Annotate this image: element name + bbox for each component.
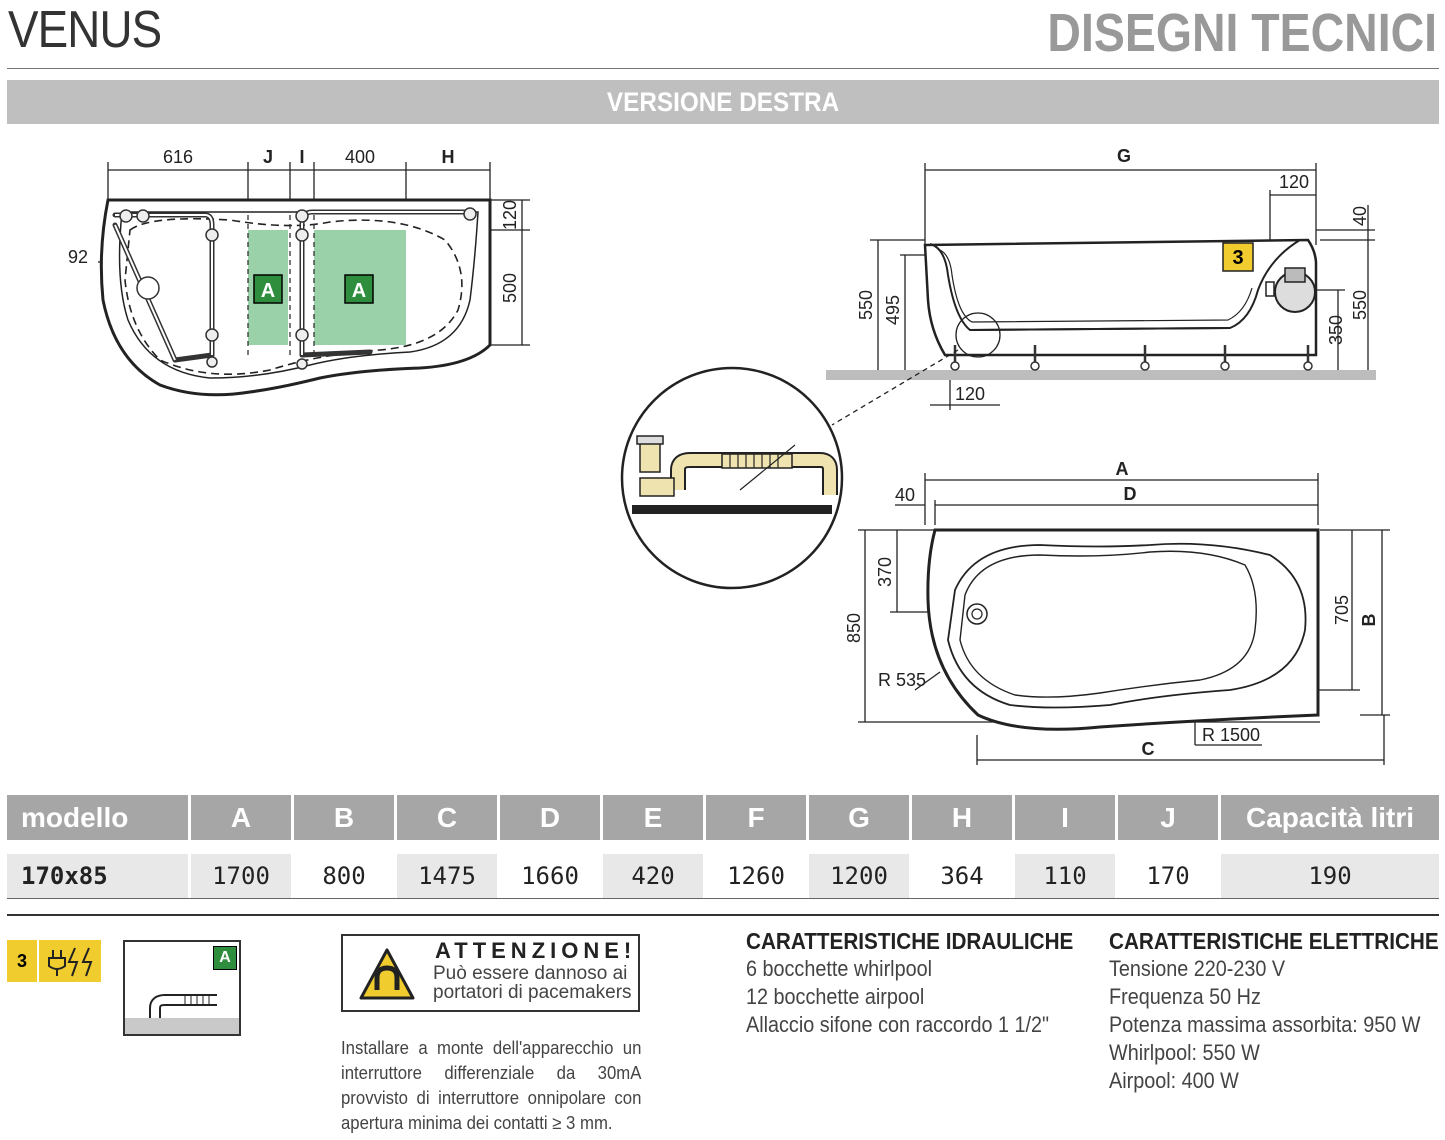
version-title: VERSIONE DESTRA — [606, 86, 840, 117]
plan-dim-r1500: R 1500 — [1202, 725, 1260, 745]
top-dim-120: 120 — [500, 200, 520, 230]
plan-dim-c: C — [1142, 739, 1155, 759]
electrical-line: Whirlpool: 550 W — [1109, 1040, 1260, 1065]
legend-badge-3: 3 — [7, 940, 37, 982]
warning-box — [341, 934, 640, 1012]
plan-dim-d: D — [1124, 484, 1137, 504]
top-dim-500: 500 — [500, 273, 520, 303]
plan-dim-a: A — [1116, 459, 1129, 479]
table-cell: 800 — [322, 862, 366, 890]
dimensions-table: modello A B C D E F G H I J Capacità lit… — [7, 795, 1439, 898]
table-header: J — [1118, 795, 1218, 840]
table-header: A — [191, 795, 291, 840]
side-dim-350: 350 — [1326, 315, 1346, 345]
top-view: 616 J I 400 H 92 120 500 — [68, 147, 530, 397]
table-cell: 170x85 — [7, 854, 188, 898]
table-header: Capacità litri — [1221, 795, 1439, 840]
hydraulic-line: 12 bocchette airpool — [746, 984, 925, 1009]
electric-plug-icon — [39, 940, 101, 982]
plan-dim-r535: R 535 — [878, 670, 926, 690]
table-header: modello — [7, 795, 188, 840]
electrical-line: Frequenza 50 Hz — [1109, 984, 1261, 1009]
warning-title: ATTENZIONE! — [435, 938, 637, 963]
plan-dim-370: 370 — [875, 557, 895, 587]
magnet-warning-icon — [359, 948, 415, 1000]
electrical-line: Airpool: 400 W — [1109, 1068, 1239, 1093]
top-dim-h: H — [442, 147, 455, 167]
version-band: VERSIONE DESTRA — [7, 80, 1439, 124]
legend-zone-a: A — [213, 946, 237, 970]
hydraulic-specs: CARATTERISTICHE IDRAULICHE 6 bocchette w… — [746, 928, 1110, 1039]
top-dim-92: 92 — [68, 247, 88, 267]
side-dim-40: 40 — [1350, 206, 1370, 226]
top-dim-i: I — [299, 147, 304, 167]
electrical-specs: CARATTERISTICHE ELETTRICHE Tensione 220-… — [1109, 928, 1445, 1095]
plan-dim-b: B — [1359, 614, 1379, 627]
drain-legend-box: A — [123, 940, 241, 1036]
side-dim-g: G — [1117, 146, 1131, 166]
warning-text: Può essere dannoso ai portatori di pacem… — [433, 963, 632, 1003]
table-header: I — [1015, 795, 1115, 840]
table-header-row: modello A B C D E F G H I J Capacità lit… — [7, 795, 1439, 840]
side-dim-120-top: 120 — [1279, 172, 1309, 192]
table-bottom-rule — [7, 914, 1439, 916]
table-cell: 1660 — [521, 862, 579, 890]
hydraulic-title: CARATTERISTICHE IDRAULICHE — [746, 928, 1074, 954]
table-cell: 170 — [1146, 862, 1190, 890]
table-cell: 420 — [603, 854, 703, 898]
table-header: G — [809, 795, 909, 840]
table-header: F — [706, 795, 806, 840]
zone-label-a2: A — [352, 280, 366, 302]
install-note: Installare a monte dell'apparecchio un i… — [341, 1038, 642, 1133]
table-row: 170x85 1700 800 1475 1660 420 1260 1200 … — [7, 854, 1439, 898]
electrical-line: Tensione 220-230 V — [1109, 956, 1286, 981]
hydraulic-line: Allaccio sifone con raccordo 1 1/2" — [746, 1012, 1050, 1037]
drain-pipe-icon — [125, 994, 239, 1034]
table-cell: 1260 — [727, 862, 785, 890]
technical-drawings: 616 J I 400 H 92 120 500 — [68, 146, 1390, 765]
top-dim-400: 400 — [345, 147, 375, 167]
section-title: DISEGNI TECNICI — [1047, 3, 1437, 63]
plan-dim-850: 850 — [844, 613, 864, 643]
plan-dim-40: 40 — [895, 485, 915, 505]
electrical-title: CARATTERISTICHE ELETTRICHE — [1109, 928, 1439, 954]
side-dim-550-left: 550 — [856, 290, 876, 320]
top-dim-j: J — [263, 147, 273, 167]
table-header: C — [397, 795, 497, 840]
table-cell: 1475 — [397, 854, 497, 898]
plan-view: A D 40 370 850 520 E F 560 705 B R 535 R… — [844, 459, 1390, 765]
drain-detail — [620, 366, 844, 590]
side-dim-495: 495 — [883, 295, 903, 325]
hydraulic-line: 6 bocchette whirlpool — [746, 956, 933, 981]
side-dim-120-bottom: 120 — [955, 384, 985, 404]
side-badge-3: 3 — [1232, 247, 1243, 269]
top-dim-616: 616 — [163, 147, 193, 167]
table-cell: 1200 — [809, 854, 909, 898]
table-cell: 1700 — [191, 854, 291, 898]
plan-dim-705: 705 — [1332, 595, 1352, 625]
brand-title: VENUS — [8, 1, 162, 59]
header-divider — [7, 68, 1439, 69]
table-header: E — [603, 795, 703, 840]
table-header: D — [500, 795, 600, 840]
side-dim-550-right: 550 — [1350, 290, 1370, 320]
side-view: G 120 40 550 495 410 350 550 120 — [826, 146, 1376, 426]
table-cell: 190 — [1221, 854, 1439, 898]
table-header: B — [294, 795, 394, 840]
zone-label-a1: A — [261, 280, 275, 302]
table-cell: 364 — [940, 862, 984, 890]
electrical-line: Potenza massima assorbita: 950 W — [1109, 1012, 1421, 1037]
table-cell: 110 — [1015, 854, 1115, 898]
table-header: H — [912, 795, 1012, 840]
table-divider — [7, 898, 1439, 899]
